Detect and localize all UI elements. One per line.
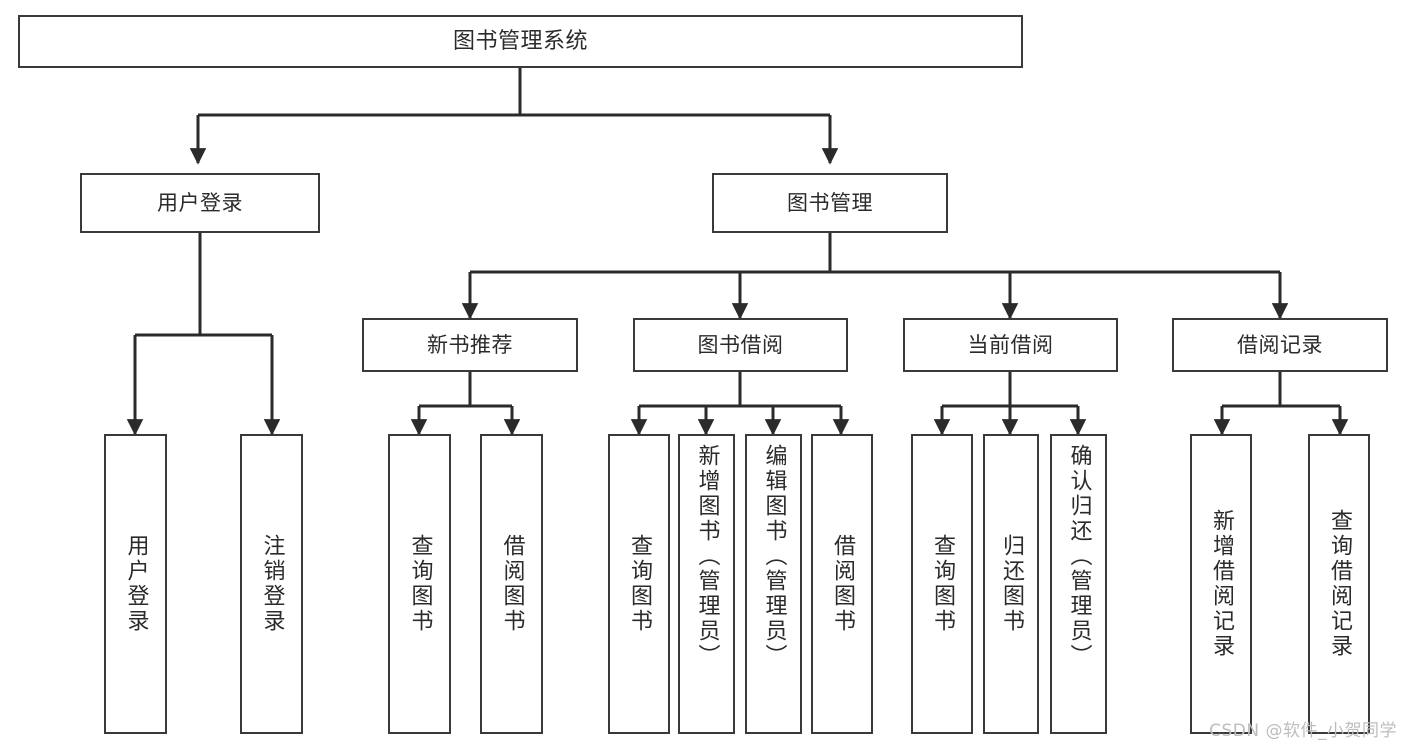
node-label: 注销登录 bbox=[259, 534, 285, 634]
node-label: 借阅图书 bbox=[830, 534, 855, 634]
node-label: 图书管理系统 bbox=[452, 28, 588, 54]
leaf-borrow-record-add-record[interactable]: 新增借阅记录 bbox=[1190, 434, 1252, 734]
leaf-new-book-query-book[interactable]: 查询图书 bbox=[388, 434, 451, 734]
node-root-system[interactable]: 图书管理系统 bbox=[18, 15, 1023, 68]
node-borrow-record[interactable]: 借阅记录 bbox=[1172, 318, 1388, 372]
leaf-book-borrow-add-book-admin[interactable]: 新增图书（管理员） bbox=[678, 434, 735, 734]
node-label: 图书管理 bbox=[787, 190, 873, 215]
node-label: 查询图书 bbox=[930, 534, 955, 634]
leaf-borrow-record-query-record[interactable]: 查询借阅记录 bbox=[1308, 434, 1370, 734]
leaf-current-borrow-confirm-return-admin[interactable]: 确认归还（管理员） bbox=[1050, 434, 1107, 734]
node-label: 新增借阅记录 bbox=[1209, 509, 1234, 659]
node-label: 用户登录 bbox=[123, 534, 149, 634]
node-label: 查询图书 bbox=[627, 534, 652, 634]
node-label: 编辑图书（管理员） bbox=[761, 444, 787, 669]
node-new-book-recommend[interactable]: 新书推荐 bbox=[362, 318, 578, 372]
node-book-management[interactable]: 图书管理 bbox=[712, 173, 948, 233]
node-label: 归还图书 bbox=[999, 534, 1024, 634]
node-label: 新增图书（管理员） bbox=[694, 444, 720, 669]
leaf-new-book-borrow-book[interactable]: 借阅图书 bbox=[480, 434, 543, 734]
leaf-user-login-logout[interactable]: 注销登录 bbox=[240, 434, 303, 734]
leaf-current-borrow-return-book[interactable]: 归还图书 bbox=[983, 434, 1039, 734]
node-label: 查询图书 bbox=[407, 534, 433, 634]
leaf-book-borrow-edit-book-admin[interactable]: 编辑图书（管理员） bbox=[745, 434, 802, 734]
node-current-borrow[interactable]: 当前借阅 bbox=[903, 318, 1118, 372]
node-label: 用户登录 bbox=[157, 190, 243, 215]
csdn-watermark: CSDN @软件_小贺同学 bbox=[1209, 721, 1397, 741]
node-book-borrow[interactable]: 图书借阅 bbox=[633, 318, 848, 372]
leaf-book-borrow-query-book[interactable]: 查询图书 bbox=[608, 434, 670, 734]
node-label: 新书推荐 bbox=[427, 332, 513, 357]
leaf-current-borrow-query-book[interactable]: 查询图书 bbox=[911, 434, 973, 734]
leaf-user-login-login[interactable]: 用户登录 bbox=[104, 434, 167, 734]
node-user-login[interactable]: 用户登录 bbox=[80, 173, 320, 233]
node-label: 图书借阅 bbox=[697, 332, 784, 357]
leaf-book-borrow-borrow-book[interactable]: 借阅图书 bbox=[811, 434, 873, 734]
node-label: 借阅图书 bbox=[499, 534, 525, 634]
node-label: 查询借阅记录 bbox=[1327, 509, 1352, 659]
node-label: 当前借阅 bbox=[967, 332, 1054, 357]
node-label: 确认归还（管理员） bbox=[1066, 444, 1092, 669]
node-label: 借阅记录 bbox=[1237, 332, 1323, 357]
